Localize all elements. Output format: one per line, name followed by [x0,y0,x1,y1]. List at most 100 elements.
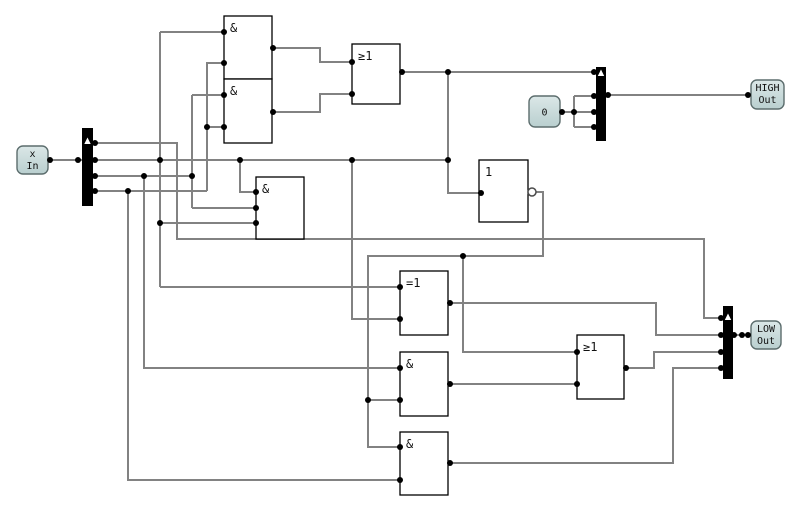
connection-dot [253,189,259,195]
output-high-body[interactable] [750,79,785,110]
connection-dot [718,332,724,338]
or-gate-2-body[interactable] [576,334,625,400]
connection-dot [221,60,227,66]
wire[interactable] [206,62,224,191]
connection-dot [92,140,98,146]
connection-dot [571,109,577,115]
connection-dot [447,300,453,306]
const-zero[interactable]: 0 [528,95,561,128]
connection-dot [397,444,403,450]
combiner-low-bar[interactable] [723,306,733,379]
connection-dot [157,220,163,226]
connection-dot [447,381,453,387]
combiner-high[interactable] [596,67,606,141]
wire[interactable] [143,176,400,369]
connection-dot [397,397,403,403]
wire[interactable] [93,142,723,319]
or-gate-1[interactable]: ≥1 [351,43,401,105]
wire[interactable] [272,93,352,113]
connection-dot [141,173,147,179]
splitter-input-bar[interactable] [82,128,93,206]
connection-dot [270,45,276,51]
wire[interactable] [448,302,723,336]
and-gate-3-label: & [262,182,270,196]
connection-dot [718,349,724,355]
splitter-input[interactable] [82,128,93,206]
connection-dot [397,316,403,322]
input-x-label-1: In [26,161,38,172]
connection-dot [591,93,597,99]
wire[interactable] [448,367,723,464]
connection-dot [253,205,259,211]
or-gate-2-label: ≥1 [583,340,597,354]
and-gate-5[interactable]: & [399,431,449,496]
and-gate-1[interactable]: & [223,15,273,80]
xor-gate-1[interactable]: =1 [399,270,449,336]
and-gate-5-body[interactable] [399,431,449,496]
connection-dot [605,92,611,98]
and-gate-4-body[interactable] [399,351,449,417]
connection-dot [397,284,403,290]
connection-dot [221,124,227,130]
output-low-label-1: Out [757,336,775,347]
input-x-label-0: x [29,149,35,160]
connection-dot [447,460,453,466]
connection-dot [460,253,466,259]
connection-dot [349,157,355,163]
input-x[interactable]: xIn [16,145,49,175]
wire[interactable] [351,160,400,320]
and-gate-2-label: & [230,84,238,98]
output-high-label-0: HIGH [755,83,779,94]
connection-dot [204,124,210,130]
connection-dot [745,332,751,338]
and-gate-1-body[interactable] [223,15,273,80]
and-gate-2[interactable]: & [223,78,273,144]
connection-dot [47,157,53,163]
connection-dot [623,365,629,371]
wire[interactable] [624,351,723,369]
xor-gate-1-label: =1 [406,276,420,290]
connection-dot [397,365,403,371]
connection-dot [399,69,405,75]
connection-dot [591,109,597,115]
connection-dot [253,220,259,226]
wire[interactable] [447,72,479,194]
and-gate-1-label: & [230,21,238,35]
wire[interactable] [239,160,256,193]
connection-dot [92,188,98,194]
connection-dot [591,124,597,130]
and-gate-3[interactable]: & [255,176,305,240]
not-gate-1-body[interactable] [478,159,529,223]
connection-dot [718,365,724,371]
connection-dot [739,332,745,338]
and-gate-4-label: & [406,357,414,371]
or-gate-1-label: ≥1 [358,49,372,63]
connection-dot [559,109,565,115]
connection-dot [270,109,276,115]
combiner-high-bar[interactable] [596,67,606,141]
and-gate-4[interactable]: & [399,351,449,417]
output-low-label-0: LOW [757,324,776,335]
connection-dot [574,381,580,387]
wire[interactable] [272,47,352,63]
connection-dot [445,157,451,163]
or-gate-2[interactable]: ≥1 [576,334,625,400]
wire[interactable] [462,256,577,353]
connection-dot [75,157,81,163]
connection-dot [92,173,98,179]
and-gate-3-body[interactable] [255,176,305,240]
xor-gate-1-body[interactable] [399,270,449,336]
connection-dot [125,188,131,194]
wire[interactable] [367,191,544,448]
bus-direction-triangle-icon [84,137,91,144]
wire[interactable] [127,191,400,481]
not-gate-1[interactable]: 1 [478,159,537,223]
and-gate-2-body[interactable] [223,78,273,144]
and-gate-5-label: & [406,437,414,451]
connection-dot [574,349,580,355]
connection-dot [221,29,227,35]
combiner-low[interactable] [723,306,733,379]
